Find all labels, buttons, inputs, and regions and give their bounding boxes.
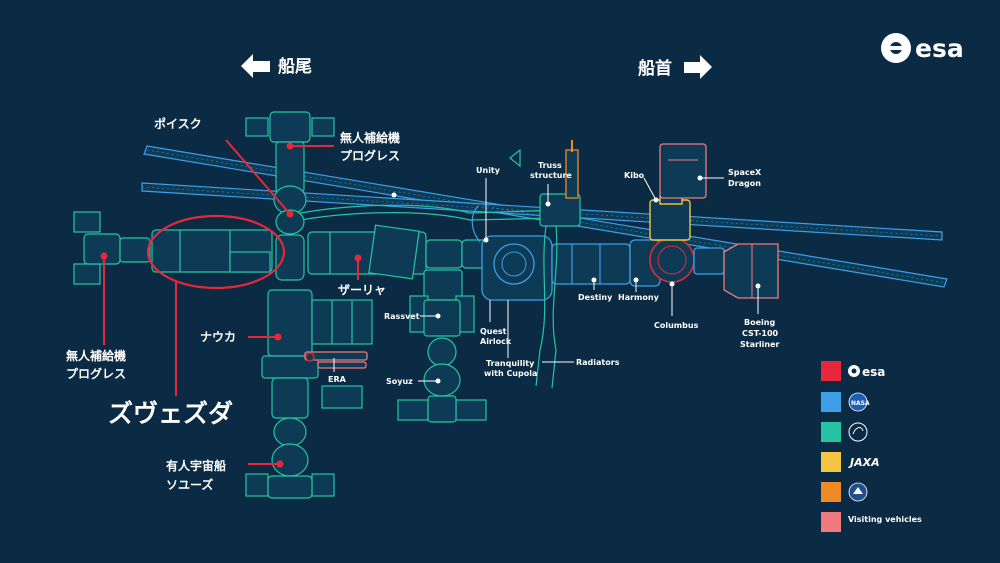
- right-arrow-icon: [684, 55, 712, 79]
- legend-item-nasa: NASA: [821, 392, 870, 412]
- left-arrow-icon: [241, 54, 270, 78]
- esa-logo: esa: [881, 33, 964, 63]
- zvezda-highlight: [146, 214, 286, 290]
- label-truss-1: Truss: [538, 161, 562, 170]
- legend-item-visiting: Visiting vehicles: [821, 512, 922, 532]
- era-arm: [304, 351, 368, 369]
- russian-horizontal-stack: [73, 211, 487, 423]
- russian-vertical-stack: [245, 111, 373, 499]
- legend-item-esa: esa: [821, 361, 885, 381]
- label-spacex-2: Dragon: [728, 179, 761, 188]
- aft-label: 船尾: [278, 56, 312, 77]
- label-nauka: ナウカ: [200, 330, 236, 344]
- legend-esa-label: esa: [862, 365, 885, 379]
- nasa-logo-icon: [848, 392, 868, 412]
- label-quest-1: Quest: [480, 327, 507, 336]
- label-soyuz-jp-2: ソユーズ: [166, 477, 213, 492]
- label-soyuz-jp-1: 有人宇宙船: [166, 458, 226, 473]
- legend-item-jaxa: JAXA: [821, 452, 880, 472]
- label-soyuz: Soyuz: [386, 377, 413, 386]
- label-boeing-1: Boeing: [744, 318, 775, 327]
- label-quest-2: Airlock: [480, 337, 512, 346]
- label-progress-left-2: プログレス: [66, 366, 126, 381]
- label-tranquility-1: Tranquility: [486, 359, 535, 368]
- label-boeing-3: Starliner: [740, 340, 780, 349]
- jaxa-logo-icon: JAXA: [848, 456, 880, 469]
- legend-visiting-label: Visiting vehicles: [848, 515, 922, 524]
- label-tranquility-2: with Cupola: [484, 369, 537, 378]
- label-columbus: Columbus: [654, 321, 699, 330]
- aft-direction: 船尾: [241, 54, 312, 78]
- label-destiny: Destiny: [578, 293, 613, 302]
- label-progress-left-1: 無人補給機: [66, 348, 126, 363]
- label-progress-top-1: 無人補給機: [340, 130, 400, 145]
- label-era: ERA: [328, 375, 347, 384]
- legend-item-csa: [821, 482, 868, 502]
- us-segment: [461, 140, 779, 389]
- legend-nasa-label: NASA: [851, 400, 870, 407]
- label-kibo: Kibo: [624, 171, 645, 180]
- white-leader-lines: [333, 175, 761, 384]
- label-poisk: ポイスク: [154, 116, 202, 131]
- label-unity: Unity: [476, 166, 501, 175]
- label-spacex-1: SpaceX: [728, 168, 762, 177]
- label-progress-top-2: プログレス: [340, 148, 400, 163]
- label-truss-2: structure: [530, 171, 572, 180]
- label-rassvet: Rassvet: [384, 312, 420, 321]
- label-harmony: Harmony: [618, 293, 660, 302]
- label-zarya: ザーリャ: [338, 283, 386, 297]
- forward-label: 船首: [638, 58, 672, 79]
- label-radiators: Radiators: [576, 358, 620, 367]
- red-leader-lines: [100, 139, 362, 468]
- logo-text: esa: [915, 34, 964, 63]
- label-zvezda: ズヴェズダ: [108, 399, 233, 428]
- legend-item-roscosmos: [821, 422, 868, 442]
- legend: esa NASA JAXA Visiting vehicles: [821, 361, 922, 532]
- roscosmos-logo-icon: [848, 422, 868, 442]
- forward-direction: 船首: [638, 55, 712, 79]
- label-boeing-2: CST-100: [742, 329, 779, 338]
